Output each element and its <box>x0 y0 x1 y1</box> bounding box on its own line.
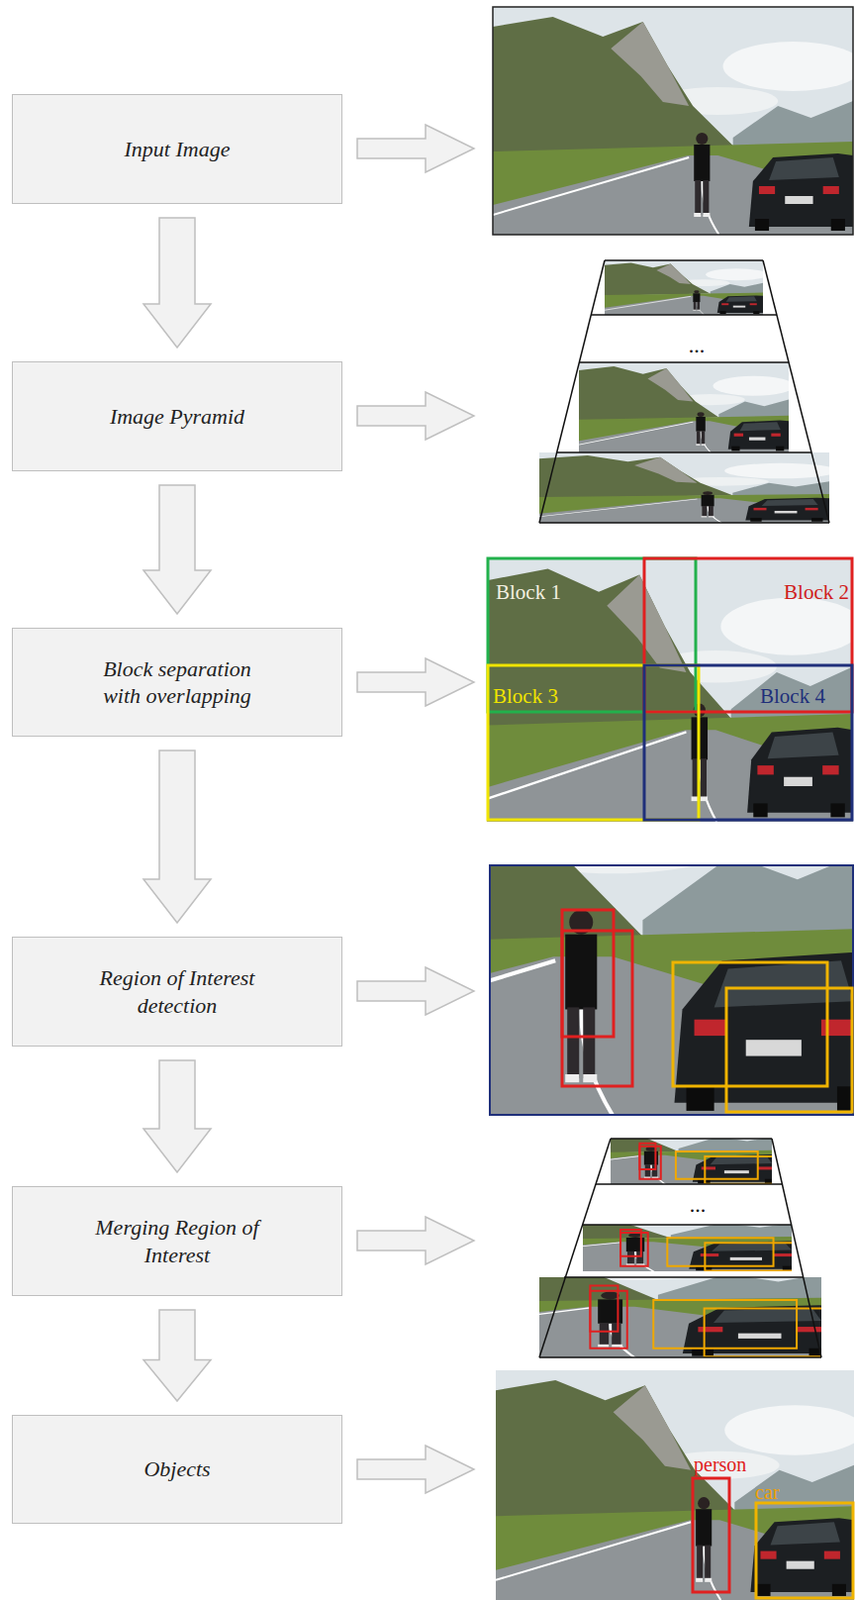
roi-box <box>562 930 633 1086</box>
flow-arrow <box>143 1309 211 1401</box>
flow-arrow <box>143 1059 211 1172</box>
process-box: Block separation with overlapping <box>11 627 343 737</box>
box-text: Block separation with overlapping <box>83 655 272 710</box>
image-pyramid <box>539 260 838 523</box>
box-text: Merging Region of Interest <box>83 1213 272 1268</box>
image-label: Block 4 <box>760 685 826 707</box>
pyramid-edge <box>564 1275 804 1278</box>
box-text: Image Pyramid <box>109 402 245 431</box>
side-arrows <box>357 124 475 1493</box>
pyramid-level <box>604 260 767 315</box>
pyramid-level <box>396 1184 820 1272</box>
image-label: ... <box>688 334 706 357</box>
pyramid-level <box>578 362 795 453</box>
side-arrow <box>357 391 475 440</box>
pyramid-edge <box>539 1355 822 1358</box>
pyramid-edge <box>610 1137 772 1140</box>
objects-image <box>495 1369 856 1600</box>
box-text: Input Image <box>124 135 231 164</box>
pyramid-level <box>467 1099 794 1185</box>
image-label: Block 2 <box>783 581 850 603</box>
process-box: Region of Interest detection <box>11 936 343 1047</box>
image-label: person <box>693 1453 747 1474</box>
road-scene <box>486 557 856 822</box>
roi-box <box>562 909 614 1037</box>
side-arrow <box>357 658 475 706</box>
object-box <box>756 1502 854 1598</box>
pyramid-edge <box>539 521 830 524</box>
road-scene <box>495 1369 856 1600</box>
object-box <box>692 1477 730 1592</box>
flow-arrow <box>143 484 211 614</box>
input-image <box>492 6 856 235</box>
side-arrow <box>357 1444 475 1493</box>
merge-pyramid <box>287 1099 856 1359</box>
block-frame <box>644 665 853 820</box>
image-label: Block 3 <box>492 685 559 707</box>
process-box: Image Pyramid <box>11 361 343 472</box>
road-scene <box>604 260 767 315</box>
block-frame <box>644 558 853 712</box>
block-frame <box>487 558 696 712</box>
pyramid-edge <box>771 1138 822 1357</box>
process-box: Input Image <box>11 94 343 204</box>
image-label: Block 1 <box>495 581 562 603</box>
pyramid-edge <box>762 260 830 523</box>
road-scene <box>287 1208 856 1358</box>
roi-boxes <box>620 1229 797 1271</box>
roi-box <box>672 961 828 1086</box>
pyramid-edge <box>539 1138 611 1357</box>
road-scene <box>396 1184 820 1272</box>
pyramid-edge <box>604 259 763 262</box>
side-arrow <box>357 966 475 1015</box>
block-frame <box>487 665 699 820</box>
flow-arrow <box>143 217 211 348</box>
block-image <box>486 557 856 822</box>
box-text: Region of Interest detection <box>83 963 272 1019</box>
road-scene <box>578 362 795 453</box>
flow-arrow <box>143 750 211 923</box>
image-border <box>489 864 854 1115</box>
pyramid-edge <box>539 260 605 523</box>
road-scene <box>467 1099 794 1185</box>
image-border <box>492 6 854 235</box>
pyramid-level <box>539 452 838 523</box>
road-scene <box>539 452 838 523</box>
road-scene <box>492 6 856 235</box>
roi-boxes <box>639 1142 775 1184</box>
pyramid-edge <box>578 361 789 364</box>
process-box: Merging Region of Interest <box>11 1185 343 1296</box>
roi-boxes <box>589 1285 828 1357</box>
pyramid-edge <box>595 1182 782 1185</box>
image-label: ... <box>689 1193 707 1216</box>
box-text: Objects <box>143 1454 210 1483</box>
side-arrow <box>357 124 475 173</box>
image-label: car <box>755 1481 779 1502</box>
pyramid-edge <box>590 313 777 316</box>
pyramid-edge <box>582 1223 792 1226</box>
side-arrow <box>357 1216 475 1264</box>
pyramid-level <box>287 1208 856 1358</box>
roi-box <box>726 987 853 1112</box>
process-box: Objects <box>11 1414 343 1523</box>
pyramid-edge <box>557 451 812 454</box>
